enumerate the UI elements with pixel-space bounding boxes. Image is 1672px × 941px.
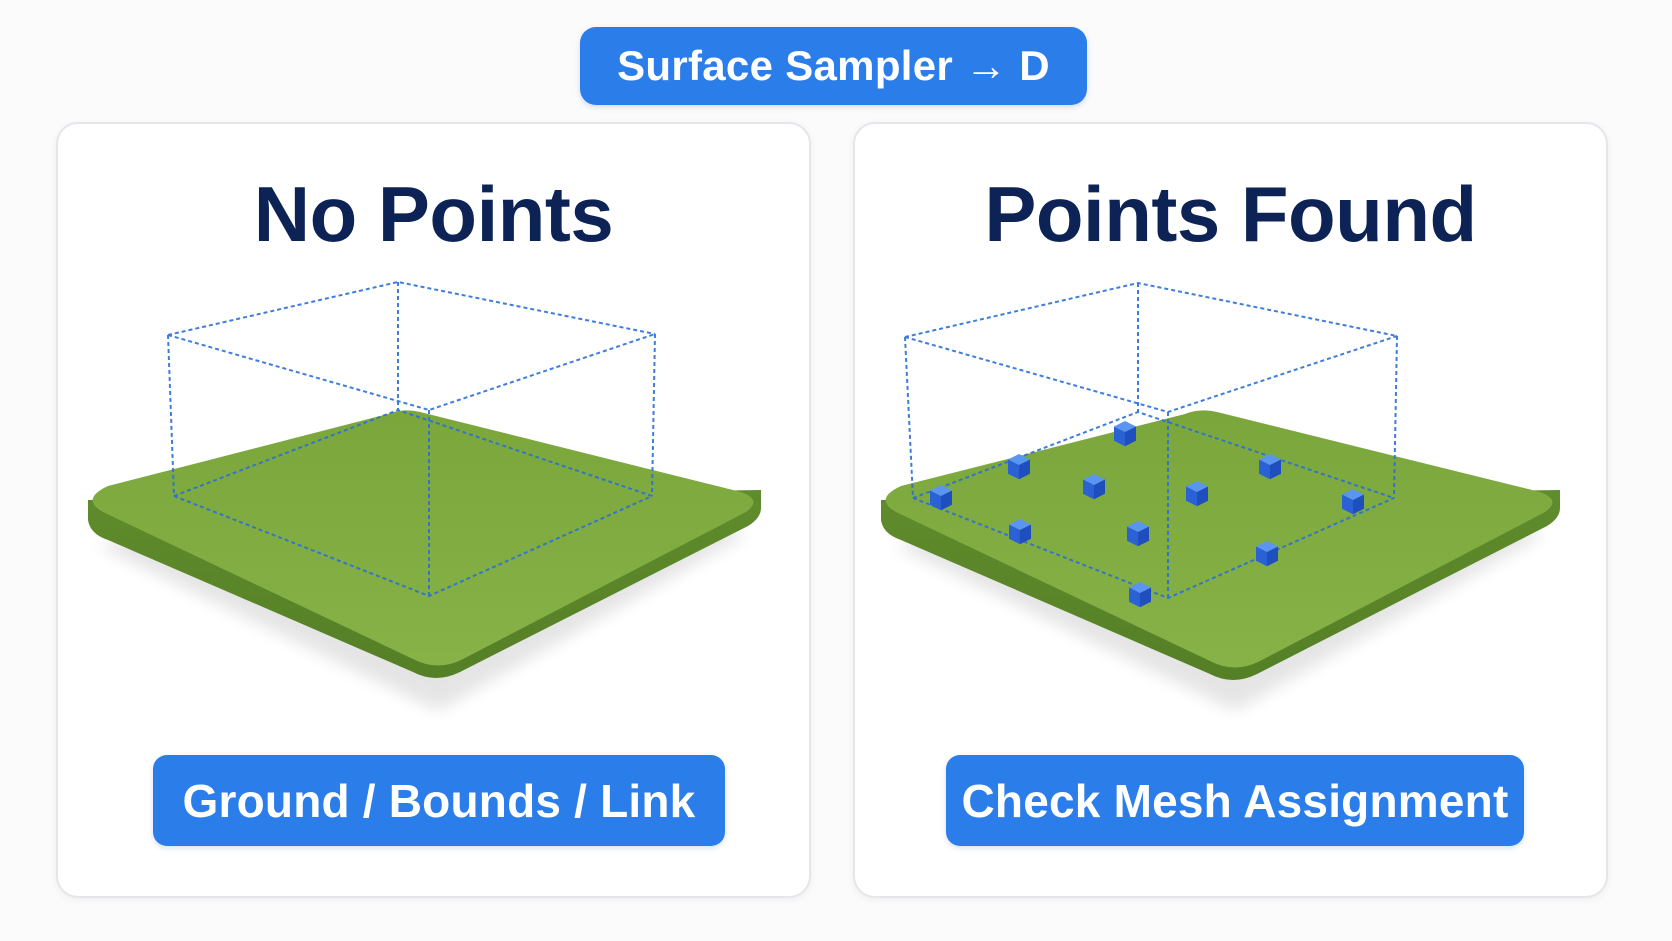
sample-point-cube	[1008, 454, 1030, 480]
ground-slab-top	[92, 410, 754, 666]
sample-point-cube	[1127, 521, 1149, 547]
panel-title: Points Found	[984, 170, 1477, 258]
surface-sampler-badge[interactable]: Surface Sampler → D	[580, 27, 1087, 105]
ground-bounds-link-button[interactable]: Ground / Bounds / Link	[153, 755, 725, 846]
sample-point-cube	[1114, 421, 1136, 447]
ground-slab-top	[885, 410, 1553, 668]
sample-point-cube	[1083, 474, 1105, 500]
points-found-panel: Points Found Check Mesh Assignment	[853, 122, 1608, 898]
ground-bounds-scene	[88, 280, 761, 711]
sample-point-cube	[1186, 481, 1208, 507]
bounds-box	[167, 280, 656, 598]
sample-point-cube	[1259, 454, 1281, 480]
no-points-panel: No Points Ground / Bounds / Link	[56, 122, 811, 898]
check-mesh-assignment-button[interactable]: Check Mesh Assignment	[946, 755, 1524, 846]
panel-title: No Points	[253, 170, 614, 258]
sampled-points	[930, 421, 1364, 608]
sample-point-cube	[1342, 489, 1364, 515]
sample-point-cube	[930, 485, 952, 511]
sample-point-cube	[1256, 541, 1278, 567]
sample-point-cube	[1009, 519, 1031, 545]
bounds-box	[904, 281, 1398, 600]
sampled-points-scene	[881, 281, 1560, 711]
sample-point-cube	[1129, 582, 1151, 608]
